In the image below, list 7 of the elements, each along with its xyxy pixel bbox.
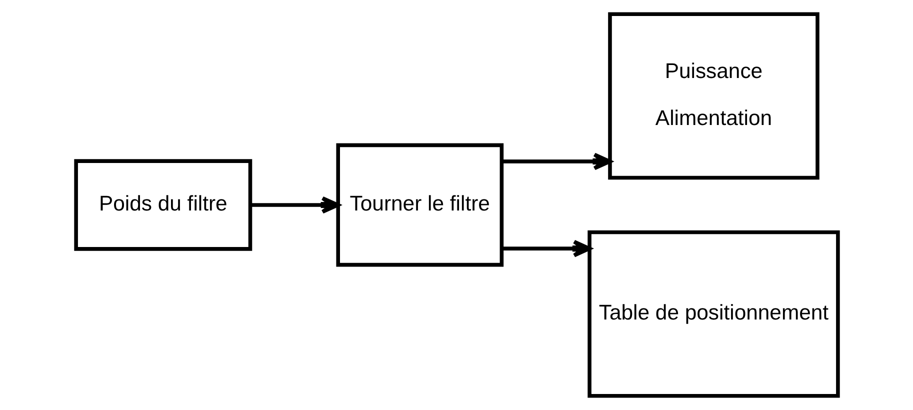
arrow — [501, 240, 591, 258]
node-box: Table de positionnement — [587, 230, 840, 398]
arrow — [501, 152, 612, 170]
node-box: Tourner le filtre — [336, 143, 504, 267]
arrow — [250, 196, 340, 214]
node-box: Poids du filtre — [74, 159, 252, 251]
node-box: Puissance Alimentation — [608, 12, 819, 180]
